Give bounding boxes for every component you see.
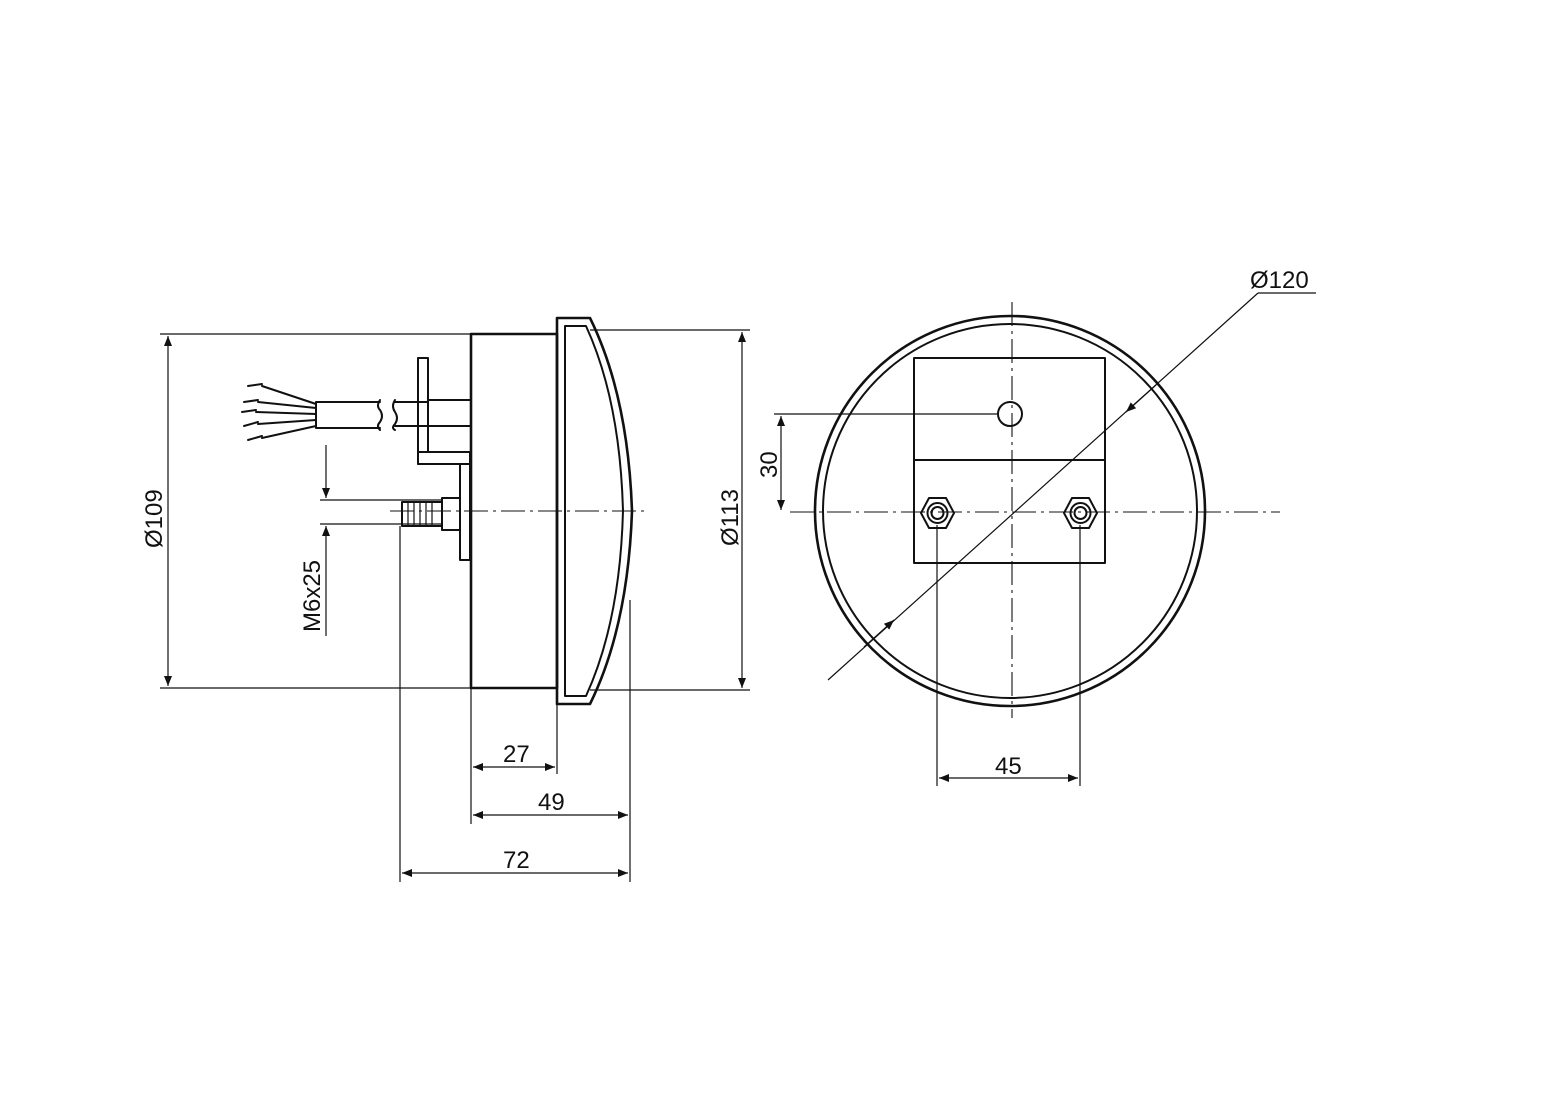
cable <box>315 399 383 431</box>
wire-ends <box>241 383 263 441</box>
rear-dimensions: Ø120 30 45 <box>756 267 1316 786</box>
side-view <box>241 316 648 706</box>
cable-gland <box>427 399 472 427</box>
dim-label-72: 72 <box>503 847 530 874</box>
dim-label-113: Ø113 <box>717 489 744 546</box>
rear-view <box>790 302 1280 718</box>
dim-label-109: Ø109 <box>141 489 168 548</box>
dim-label-27: 27 <box>503 741 530 768</box>
cable-hole <box>997 401 1023 427</box>
bracket-flange <box>417 451 471 561</box>
dim-arrow-120-top <box>1125 384 1157 413</box>
dim-label-30: 30 <box>756 451 783 478</box>
dim-label-thread: M6x25 <box>299 560 326 632</box>
bolt-nut <box>441 497 461 531</box>
bolt-thread <box>407 502 433 526</box>
dim-arrow-120-bottom <box>863 619 895 648</box>
nut-right <box>1063 497 1098 529</box>
bracket-upper <box>417 357 471 465</box>
dim-line-120 <box>827 292 1259 681</box>
rear-inner-circle <box>822 323 1198 699</box>
cable-wires <box>255 385 317 439</box>
side-dimensions: Ø109 Ø113 M6x25 27 49 72 <box>141 329 750 882</box>
dim-label-49: 49 <box>538 789 565 816</box>
nut-left <box>920 497 955 529</box>
rear-outer-circle <box>813 314 1207 708</box>
cable-section <box>392 399 429 431</box>
dim-label-120: Ø120 <box>1250 267 1309 294</box>
dim-label-45: 45 <box>995 753 1022 780</box>
